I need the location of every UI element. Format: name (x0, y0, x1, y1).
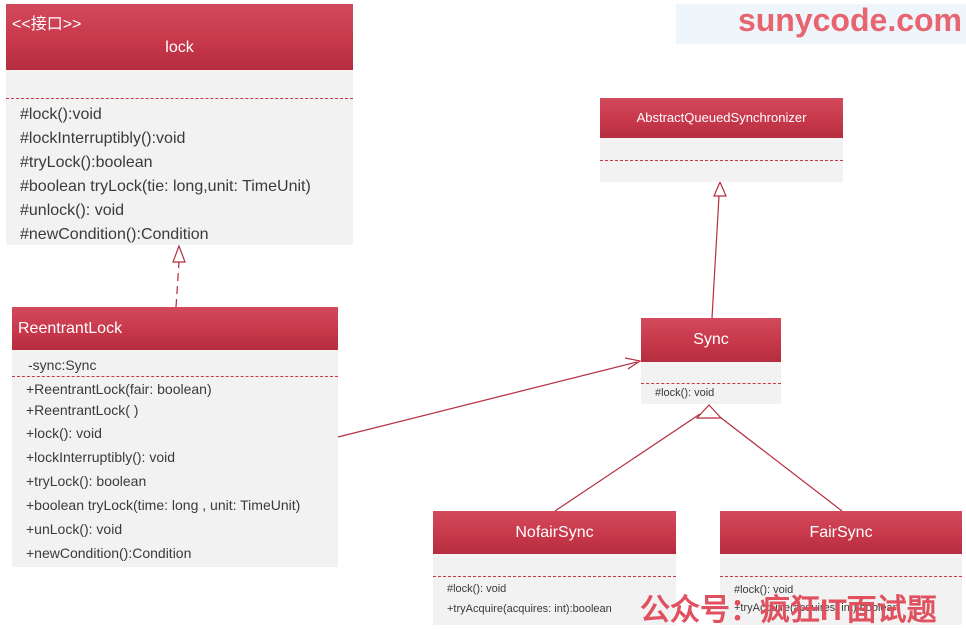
operation-item: +newCondition():Condition (26, 545, 192, 561)
footer-watermark: 公众号：疯狂IT面试题 (640, 594, 937, 627)
class-name: Sync (693, 331, 729, 348)
operation-item: #unlock(): void (20, 202, 125, 219)
fairsync-class-box[interactable]: FairSync #lock(): void +tryAcquire(acqui… (720, 511, 962, 625)
sync-header: Sync (641, 318, 781, 362)
fairsync-header: FairSync (720, 511, 962, 554)
class-name: NofairSync (515, 524, 594, 541)
operation-item: #lock():void (20, 106, 102, 123)
watermark-background (676, 4, 966, 44)
generalization-fair-sync-line (715, 413, 843, 512)
reentrantlock-class-box[interactable]: ReentrantLock -sync:Sync +ReentrantLock(… (12, 307, 338, 567)
section-divider (600, 160, 843, 161)
class-name: lock (165, 39, 194, 56)
class-name: FairSync (809, 524, 873, 541)
section-divider (720, 576, 962, 577)
attribute-list: -sync:Sync (28, 357, 338, 373)
nofairsync-header: NofairSync (433, 511, 676, 554)
aqs-header: AbstractQueuedSynchronizer (600, 98, 843, 138)
operation-item: #newCondition():Condition (20, 226, 209, 243)
realization-arrowhead (172, 244, 186, 263)
generalization-nofair-sync-line (554, 413, 701, 512)
reentrantlock-header: ReentrantLock (12, 307, 338, 350)
operation-item: #lockInterruptibly():void (20, 130, 186, 147)
aqs-class-box[interactable]: AbstractQueuedSynchronizer (600, 98, 843, 182)
section-divider (6, 98, 353, 99)
nofairsync-class-box[interactable]: NofairSync #lock(): void +tryAcquire(acq… (433, 511, 676, 625)
generalization-children-arrowhead (695, 404, 723, 419)
operation-item: +lockInterruptibly(): void (26, 449, 176, 465)
stereotype-label: <<接口>> (12, 16, 82, 33)
operation-item: +ReentrantLock(fair: boolean) (26, 381, 212, 397)
class-name: AbstractQueuedSynchronizer (636, 110, 807, 125)
operations-list: +ReentrantLock(fair: boolean) +Reentrant… (26, 379, 338, 565)
operation-item: +tryAcquire(acquires: int):boolean (447, 603, 612, 615)
operations-list: #lock(): void (655, 387, 781, 399)
operation-item: #boolean tryLock(tie: long,unit: TimeUni… (20, 178, 311, 195)
section-divider (433, 576, 676, 577)
operation-item: +tryAcquire(acquires: int):boolean (734, 602, 899, 614)
operation-item: +lock(): void (26, 425, 102, 441)
operation-item: +boolean tryLock(time: long , unit: Time… (26, 497, 301, 513)
operation-item: +tryLock(): boolean (26, 473, 147, 489)
operations-list: #lock():void #lockInterruptibly():void #… (20, 103, 353, 245)
attribute-item: -sync:Sync (28, 357, 97, 373)
class-name: ReentrantLock (18, 320, 123, 337)
watermark-text: sunycode.com (737, 2, 962, 38)
lock-interface-header: <<接口>> lock (6, 4, 353, 70)
operation-item: #lock(): void (447, 583, 507, 595)
operation-item: +ReentrantLock( ) (26, 402, 139, 418)
operation-item: #lock(): void (734, 584, 794, 596)
operation-item: #lock(): void (655, 387, 715, 399)
sync-class-box[interactable]: Sync #lock(): void (641, 318, 781, 404)
section-divider (641, 383, 781, 384)
operation-item: #tryLock():boolean (20, 154, 153, 171)
association-arrowhead (624, 357, 642, 370)
section-divider (12, 376, 338, 377)
operations-list: #lock(): void +tryAcquire(acquires: int)… (447, 579, 676, 619)
realization-line (175, 261, 180, 308)
generalization-sync-aqs-arrowhead (713, 180, 727, 197)
association-line (337, 361, 638, 438)
lock-interface-box[interactable]: <<接口>> lock #lock():void #lockInterrupti… (6, 4, 353, 245)
generalization-sync-aqs-line (711, 195, 720, 319)
operations-list: #lock(): void +tryAcquire(acquires: int)… (734, 581, 962, 617)
operation-item: +unLock(): void (26, 521, 123, 537)
